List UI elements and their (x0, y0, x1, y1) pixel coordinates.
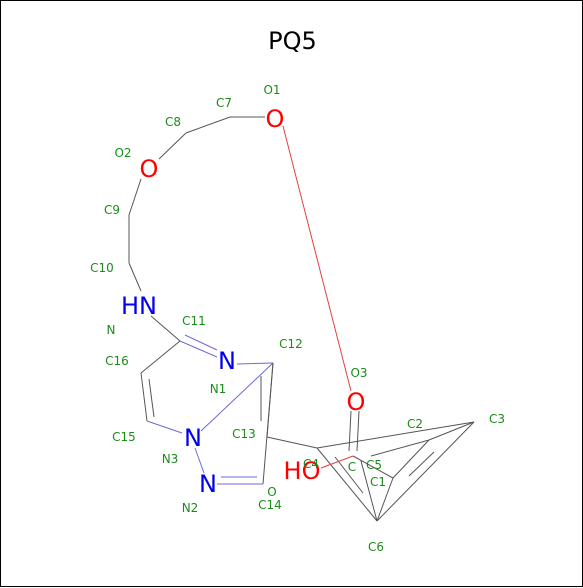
atom-name: C5 (366, 458, 382, 472)
bond-c5-c6 (360, 460, 378, 522)
bond-layer (128, 116, 475, 522)
bond-c2-c5 (370, 439, 430, 457)
atom-o2: O (140, 155, 159, 183)
bond-c10-hn (128, 262, 142, 292)
atom-name: C6 (368, 540, 384, 554)
bond-c15-n3 (146, 420, 183, 434)
atom-name: N3 (162, 452, 179, 466)
bond-c16-c15-a (140, 372, 148, 422)
atom-name: C4 (303, 457, 319, 471)
atom-name: C14 (258, 498, 282, 512)
bond-c16-c15-b (148, 378, 155, 418)
bond-n3-c12 (200, 362, 274, 432)
bond-ho-c (320, 455, 354, 469)
atom-name: O1 (263, 83, 280, 97)
bond-c4-c6-b (334, 456, 364, 494)
bond-c1-c6 (376, 477, 394, 522)
atom-n3: N (184, 424, 202, 452)
atom-ho: HO (284, 457, 321, 485)
atom-name: C8 (165, 115, 181, 129)
bond-c3-c6 (376, 421, 475, 522)
bond-c8-o2 (158, 132, 187, 160)
atom-n2: N (199, 470, 217, 498)
bond-c11-n1-a (179, 340, 218, 358)
atom-name: O3 (350, 366, 367, 380)
bond-c4-c6 (316, 447, 378, 522)
bond-o3-c-b (356, 410, 360, 452)
atom-name: C2 (407, 417, 423, 431)
atom-name: C (348, 460, 356, 474)
atom-name: C13 (232, 427, 256, 441)
atom-name: N (107, 323, 116, 337)
atom-name: C1 (370, 475, 386, 489)
bond-c2-c1-a (392, 439, 430, 479)
atom-name: C3 (489, 412, 505, 426)
bond-c7-c8 (185, 116, 231, 134)
bond-c11-n1-b (184, 334, 218, 351)
atom-name: C11 (182, 314, 206, 328)
bond-c4-c3 (316, 421, 475, 449)
bond-c11-c16 (140, 340, 181, 374)
bond-o1-o3 (282, 125, 352, 392)
atom-name: N1 (210, 382, 227, 396)
bond-o3-c-a (348, 410, 352, 452)
atom-symbol-layer: O O O HO HN N N N (121, 105, 365, 498)
bond-hn-c11 (150, 315, 181, 342)
atom-name: C10 (90, 261, 114, 275)
bond-c-c1 (352, 455, 394, 479)
bond-o2-c9 (128, 178, 142, 216)
bond-c2-c1-b (408, 451, 435, 477)
atom-name: O2 (114, 146, 131, 160)
atom-o3: O (347, 388, 366, 416)
atom-name: N2 (182, 501, 199, 515)
bond-c12-c13x (266, 362, 274, 438)
bond-c13-c4 (266, 436, 318, 449)
atom-name: C7 (216, 96, 232, 110)
bond-n3-n2 (194, 447, 205, 474)
atom-name: C15 (112, 430, 136, 444)
atom-name: O (267, 485, 276, 499)
bond-n1-c12 (236, 362, 274, 365)
molecule-title: PQ5 (268, 27, 317, 55)
atom-name: C9 (104, 203, 120, 217)
atom-o1: O (266, 105, 285, 133)
atom-name-layer: O1 C7 C8 O2 C9 C10 N C11 C12 C16 N1 C13 … (90, 83, 505, 554)
atom-n1: N (218, 347, 236, 375)
atom-name: C16 (105, 354, 129, 368)
atom-name: C12 (279, 337, 303, 351)
atom-hn: HN (121, 292, 157, 320)
bond-c3-c2 (428, 421, 475, 441)
